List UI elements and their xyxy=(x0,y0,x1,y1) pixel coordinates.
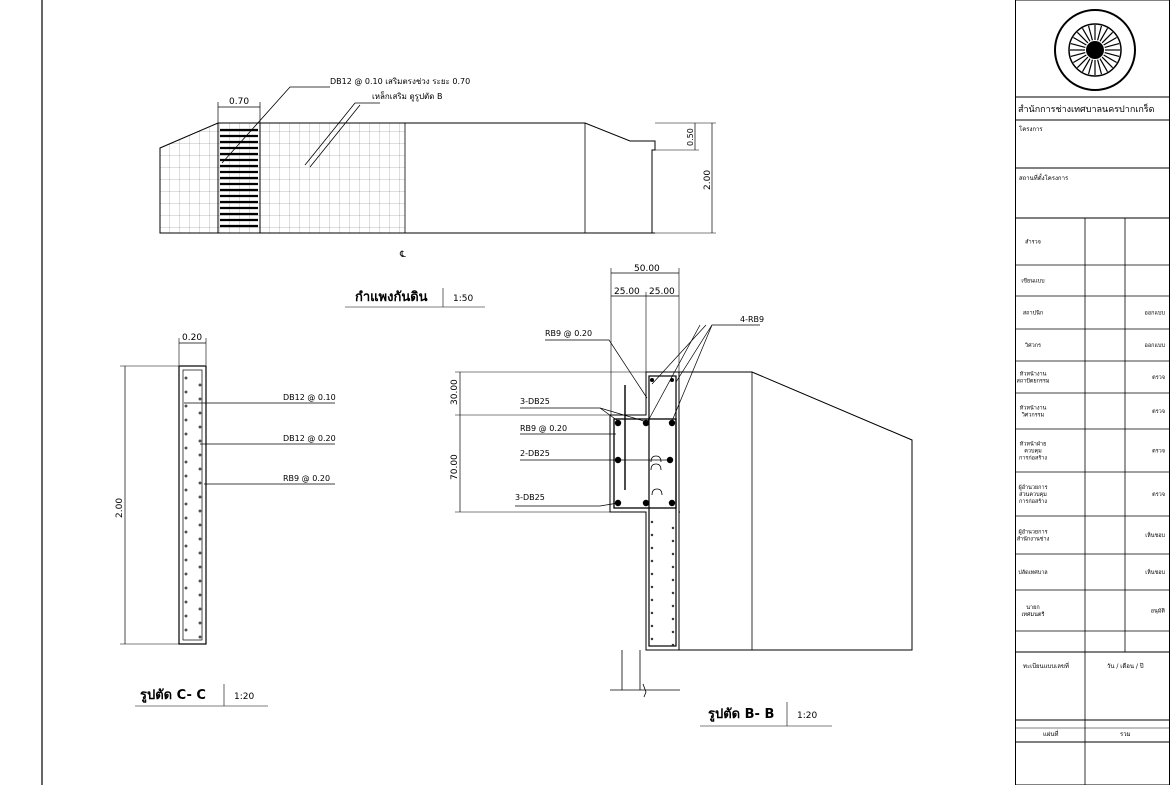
elevation-title: กำแพงกันดิน xyxy=(355,289,428,305)
approval-row-label: นายก xyxy=(1026,605,1039,611)
bb-label-rb9-top: RB9 @ 0.20 xyxy=(545,329,592,338)
cc-label-2: DB12 @ 0.20 xyxy=(283,434,336,443)
note-2: เหล็กเสริม ดูรูปตัด B xyxy=(372,91,442,102)
approval-row-label: สำนักงานช่าง xyxy=(1017,536,1050,543)
approval-row-label: สำรวจ xyxy=(1025,239,1041,246)
section-bb-rebar-dots xyxy=(650,520,675,647)
org-name: สำนักการช่างเทศบาลนครปากเกร็ด xyxy=(1018,102,1155,115)
section-bb-drawing: 50.00 25.00 25.00 30.00 70.00 RB9 @ 0.20… xyxy=(450,264,913,727)
approval-row-label: ปลัดเทศบาล xyxy=(1018,569,1047,576)
approval-row-label: หัวหน้างาน xyxy=(1020,405,1047,412)
cc-label-3: RB9 @ 0.20 xyxy=(283,474,330,483)
approval-row-label: วิศวกร xyxy=(1024,342,1041,349)
wall-outline xyxy=(159,122,656,234)
bb-dim-right: 25.00 xyxy=(649,287,675,297)
approval-row-action: ตรวจ xyxy=(1152,492,1165,498)
section-bb-scale: 1:20 xyxy=(797,711,817,721)
approval-row-label: สถาปัตยกรรม xyxy=(1017,378,1050,385)
approval-row-label: เทศมนตรี xyxy=(1022,611,1045,618)
cc-dim-height: 2.00 xyxy=(115,498,125,518)
section-bb-title: รูปตัด B- B xyxy=(708,707,774,722)
title-block: สำนักการช่างเทศบาลนครปากเกร็ด โครงการ สถ… xyxy=(1015,0,1170,785)
cc-dim-width: 0.20 xyxy=(182,333,202,343)
total-label: รวม xyxy=(1120,731,1131,738)
approval-row-label: หัวหน้างาน xyxy=(1020,371,1047,378)
approval-row-action: ออกแบบ xyxy=(1145,343,1166,349)
section-cc-outline xyxy=(178,365,207,645)
approval-rows: สำรวจเขียนแบบสถาปนิกออกแบบวิศวกรออกแบบหั… xyxy=(1015,239,1170,632)
note-1: DB12 @ 0.10 เสริมตรงช่วง ระยะ 0.70 xyxy=(330,77,470,86)
approval-row-action: ตรวจ xyxy=(1152,449,1165,455)
dim-height: 2.00 xyxy=(703,170,713,190)
approval-row-label: ส่วนควบคุม xyxy=(1019,491,1047,498)
bb-label-3db25-top: 3-DB25 xyxy=(520,397,550,406)
municipal-seal-icon xyxy=(1054,9,1136,91)
sheet-label: แผ่นที่ xyxy=(1043,730,1058,738)
approval-row-label: การก่อสร้าง xyxy=(1019,455,1047,462)
approval-row-label: หัวหน้าฝ่าย xyxy=(1020,441,1047,448)
elevation-drawing: 0.70 2.00 0.50 DB12 @ 0.10 เสริมตรงช่วง … xyxy=(159,77,716,308)
bb-dim-70: 70.00 xyxy=(450,454,460,480)
bb-dim-30: 30.00 xyxy=(450,379,460,405)
project-label: โครงการ xyxy=(1019,125,1043,133)
dim-top: 0.50 xyxy=(686,128,695,146)
bb-label-3db25-bot: 3-DB25 xyxy=(515,493,545,502)
approval-row-action: ตรวจ xyxy=(1152,375,1165,381)
bb-label-4rb9: 4-RB9 xyxy=(740,315,764,324)
bb-dim-total: 50.00 xyxy=(634,264,660,274)
section-cc-rebar-dots xyxy=(184,376,202,639)
bb-dim-left: 25.00 xyxy=(614,287,640,297)
approval-row-label: ผู้อำนวยการ xyxy=(1018,484,1047,491)
extra-rebar-zone xyxy=(220,128,258,228)
section-cc-scale: 1:20 xyxy=(234,692,254,702)
elevation-scale: 1:50 xyxy=(453,294,473,304)
approval-row-action: อนุมัติ xyxy=(1151,608,1166,615)
approval-row-label: วิศวกรรม xyxy=(1021,412,1045,419)
bb-label-rb9-mid: RB9 @ 0.20 xyxy=(520,424,567,433)
location-label: สถานที่ตั้งโครงการ xyxy=(1019,172,1069,182)
approval-row-action: เห็นชอบ xyxy=(1145,531,1165,539)
approval-row-label: สถาปนิก xyxy=(1023,310,1043,317)
approval-row-label: ผู้อำนวยการ xyxy=(1018,529,1047,536)
date-label: วัน / เดือน / ปี xyxy=(1107,662,1144,670)
approval-row-label: ควบคุม xyxy=(1024,449,1042,455)
register-label: ทะเบียนแบบเลขที่ xyxy=(1023,662,1069,670)
centerline-symbol: ℄ xyxy=(399,250,406,260)
approval-row-label: เขียนแบบ xyxy=(1021,278,1045,285)
bb-label-2db25: 2-DB25 xyxy=(520,449,550,458)
section-cc-drawing: 0.20 2.00 DB12 @ 0.10 DB12 @ 0.20 RB9 @ … xyxy=(115,333,336,707)
elevation-grid xyxy=(160,123,405,233)
approval-row-action: ออกแบบ xyxy=(1145,311,1166,317)
dim-width: 0.70 xyxy=(229,97,249,107)
approval-row-label: การก่อสร้าง xyxy=(1019,498,1047,505)
section-bb-outline xyxy=(609,371,913,651)
approval-row-action: เห็นชอบ xyxy=(1145,568,1165,576)
approval-row-action: ตรวจ xyxy=(1152,409,1165,415)
section-cc-title: รูปตัด C- C xyxy=(140,688,206,703)
cc-label-1: DB12 @ 0.10 xyxy=(283,393,336,402)
